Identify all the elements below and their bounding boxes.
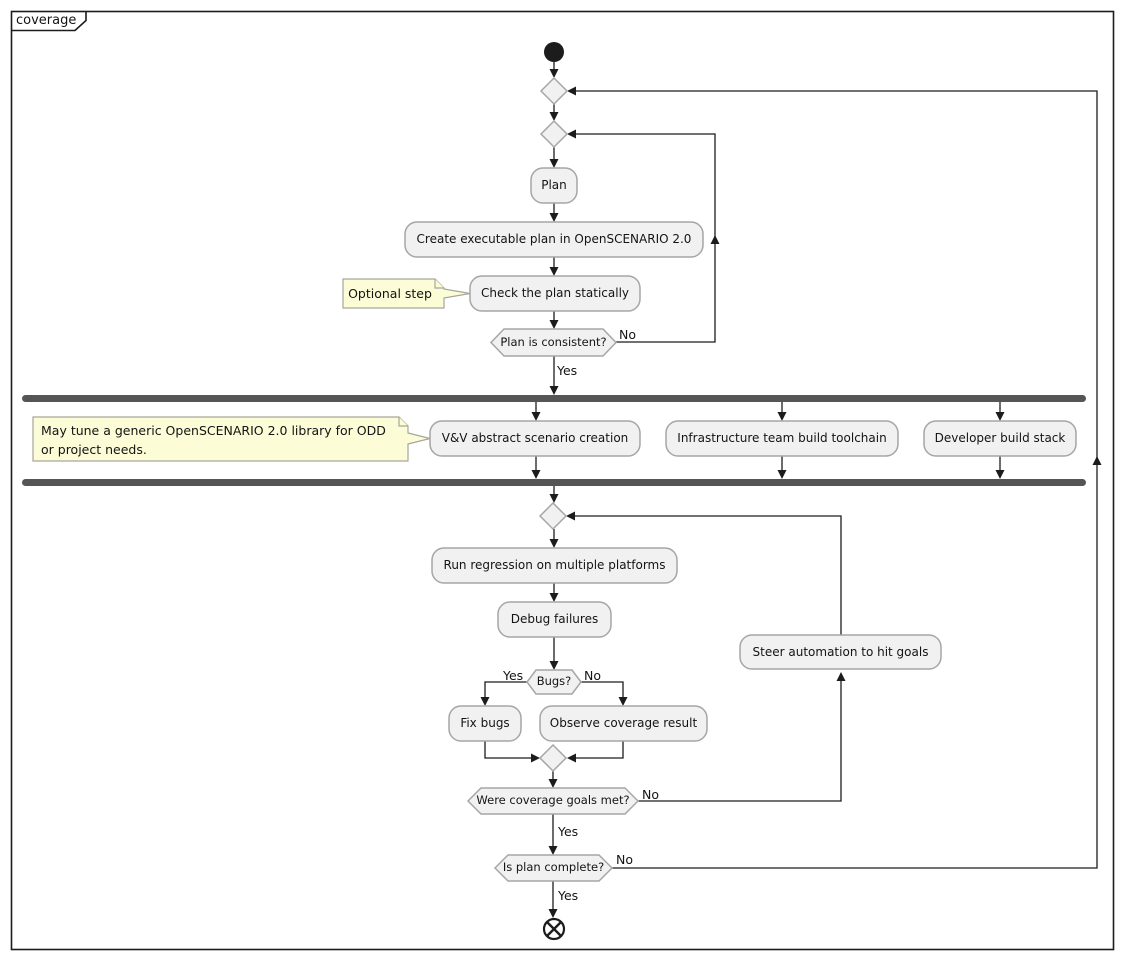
decision-bugs-shape (526, 669, 582, 695)
arrowhead (567, 129, 576, 139)
arrowhead (710, 235, 720, 244)
edge-bugs-yes (484, 681, 527, 698)
arrowhead (549, 159, 559, 168)
arrowhead (777, 470, 787, 479)
merge-diamond-3 (538, 501, 568, 531)
edge-label-goals-no: No (642, 787, 659, 802)
decision-plan-consistent-shape (489, 328, 618, 357)
arrowhead (549, 593, 559, 602)
decision-coverage-goals-label: Were coverage goals met? (476, 793, 630, 808)
arrowhead (531, 412, 541, 421)
decision-bugs-label: Bugs? (536, 674, 572, 689)
note-may-tune-text: May tune a generic OpenSCENARIO 2.0 libr… (41, 423, 386, 457)
arrowhead (549, 539, 559, 548)
activity-plan-label: Plan (541, 178, 567, 193)
decision-plan-consistent-label: Plan is consistent? (500, 334, 607, 349)
edge-label-consistent-no: No (619, 327, 636, 342)
merge-diamond-4 (538, 743, 568, 773)
activity-dev-stack-shape (923, 420, 1077, 457)
edge-steer-to-merge3 (574, 515, 842, 635)
arrowhead (531, 753, 540, 763)
frame-title-tab (11, 11, 87, 32)
decision-plan-complete-label: Is plan complete? (502, 860, 605, 875)
end-node-x (546, 921, 562, 937)
arrowhead (549, 213, 559, 222)
merge-diamond-1 (539, 76, 569, 106)
decision-coverage-goals-shape (466, 787, 640, 815)
arrowhead (836, 672, 846, 681)
activity-run-regression-label: Run regression on multiple platforms (443, 558, 666, 573)
activity-debug-failures-label: Debug failures (510, 612, 599, 627)
activity-create-plan-shape (404, 221, 704, 258)
fork-bar (22, 395, 1086, 402)
activity-infra-toolchain-shape (665, 420, 899, 457)
arrowhead (567, 86, 576, 96)
activity-plan-shape (530, 167, 578, 204)
frame-border (10, 10, 1115, 951)
arrowhead (549, 69, 559, 78)
activity-steer-automation-label: Steer automation to hit goals (752, 644, 929, 659)
edge-label-complete-yes: Yes (558, 888, 579, 903)
arrowhead (549, 112, 559, 121)
edge-label-bugs-yes: Yes (503, 668, 524, 683)
activity-fix-bugs-label: Fix bugs (460, 716, 510, 731)
arrowhead (995, 470, 1005, 479)
activity-create-plan-label: Create executable plan in OpenSCENARIO 2… (416, 232, 692, 247)
join-bar (22, 479, 1086, 486)
edge-bugs-no (581, 681, 624, 698)
frame-title: coverage (16, 13, 77, 28)
arrowhead (548, 909, 558, 918)
merge-diamond-2 (539, 119, 569, 149)
activity-fix-bugs-shape (448, 705, 522, 742)
note-optional-step-fold (434, 279, 444, 289)
arrowhead (777, 412, 787, 421)
note-may-tune-fold (398, 417, 408, 427)
arrowhead (1092, 456, 1102, 465)
edge-label-goals-yes: Yes (558, 824, 579, 839)
activity-check-plan-label: Check the plan statically (480, 286, 630, 301)
edge-label-complete-no: No (616, 852, 633, 867)
decision-plan-complete-shape (493, 854, 614, 882)
activity-run-regression-shape (431, 547, 678, 584)
arrowhead (567, 753, 576, 763)
arrowhead (549, 320, 559, 329)
arrowhead (549, 661, 559, 670)
activity-observe-coverage-label: Observe coverage result (549, 716, 698, 731)
arrowhead (995, 412, 1005, 421)
start-node (544, 42, 564, 62)
arrowhead (531, 470, 541, 479)
edge-observe-to-merge4 (575, 741, 624, 759)
arrowhead (549, 494, 559, 503)
edge-label-bugs-no: No (584, 668, 601, 683)
activity-debug-failures-shape (497, 601, 612, 638)
activity-infra-toolchain-label: Infrastructure team build toolchain (677, 431, 887, 446)
activity-dev-stack-label: Developer build stack (934, 431, 1066, 446)
edge-complete-no-loop (576, 90, 1098, 869)
arrowhead (548, 846, 558, 855)
activity-steer-automation-shape (739, 634, 942, 670)
arrowhead (549, 267, 559, 276)
arrowhead (618, 697, 628, 706)
edge-fix-to-merge4 (484, 741, 532, 759)
activity-vv-scenario-label: V&V abstract scenario creation (441, 431, 629, 446)
arrowhead (549, 386, 559, 395)
activity-observe-coverage-shape (539, 705, 708, 742)
note-optional-step-text: Optional step (348, 286, 432, 301)
arrowhead (480, 697, 490, 706)
edge-label-consistent-yes: Yes (557, 363, 578, 378)
arrowhead (566, 511, 575, 521)
arrowhead (548, 779, 558, 788)
edge-goals-no-to-steer (638, 680, 842, 802)
